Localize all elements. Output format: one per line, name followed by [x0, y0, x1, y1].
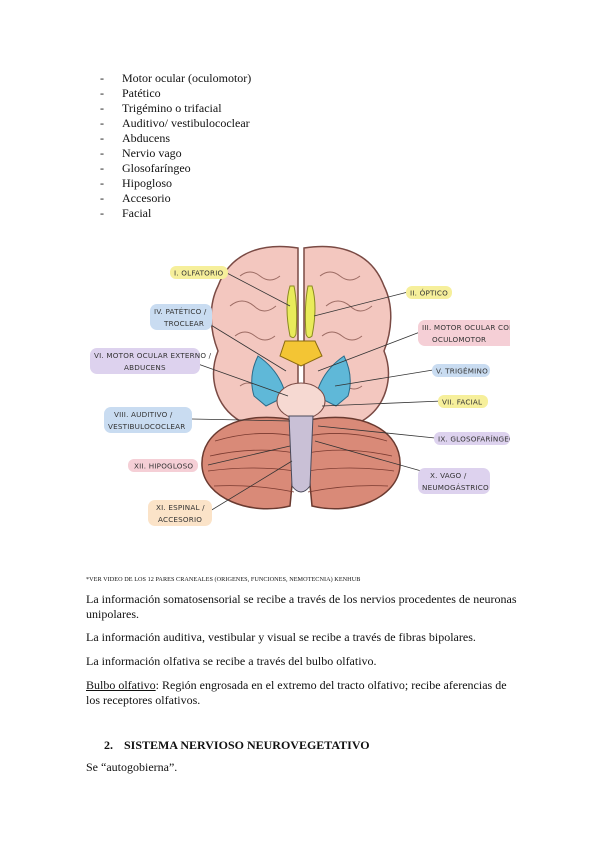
svg-text:TROCLEAR: TROCLEAR	[163, 319, 204, 328]
svg-text:X. VAGO /: X. VAGO /	[430, 471, 467, 480]
svg-text:IV. PATÉTICO /: IV. PATÉTICO /	[154, 307, 207, 316]
label-patetico: IV. PATÉTICO / TROCLEAR	[150, 304, 212, 330]
svg-text:V. TRIGÉMINO: V. TRIGÉMINO	[436, 367, 488, 376]
svg-text:ACCESORIO: ACCESORIO	[158, 515, 202, 524]
trigeminal-right	[315, 355, 351, 407]
paragraph-autogobierna: Se “autogobierna”.	[86, 760, 178, 774]
section-heading: 2.SISTEMA NERVIOSO NEUROVEGETATIVO	[104, 738, 370, 752]
label-trigemino: V. TRIGÉMINO	[432, 364, 490, 377]
label-facial: VII. FACIAL	[438, 395, 488, 408]
medulla	[288, 415, 314, 493]
svg-text:VI. MOTOR OCULAR EXTERNO /: VI. MOTOR OCULAR EXTERNO /	[94, 351, 212, 360]
paragraph-auditiva: La información auditiva, vestibular y vi…	[86, 630, 476, 644]
label-optico: II. ÓPTICO	[406, 286, 452, 299]
svg-text:I. OLFATORIO: I. OLFATORIO	[174, 269, 224, 278]
label-motor-externo: VI. MOTOR OCULAR EXTERNO / ABDUCENS	[90, 348, 212, 374]
list-item: -Trigémino o trifacial	[100, 101, 222, 115]
cranial-nerve-list: -Motor ocular (oculomotor) -Patético -Tr…	[100, 71, 251, 221]
list-item: -Facial	[100, 206, 152, 220]
svg-text:OCULOMOTOR: OCULOMOTOR	[432, 335, 486, 344]
svg-text:XII. HIPOGLOSO: XII. HIPOGLOSO	[134, 462, 193, 471]
list-item: -Patético	[100, 86, 161, 100]
term-bulbo-olfativo: Bulbo olfativo	[86, 678, 156, 692]
svg-text:VESTIBULOCOCLEAR: VESTIBULOCOCLEAR	[108, 422, 185, 431]
label-vago: X. VAGO / NEUMOGÁSTRICO	[418, 468, 490, 494]
trigeminal-left	[251, 355, 287, 407]
leader-lines	[191, 271, 443, 512]
svg-text:ABDUCENS: ABDUCENS	[124, 363, 166, 372]
olfactory-bulb-right	[304, 285, 316, 339]
svg-text:XI. ESPINAL /: XI. ESPINAL /	[156, 503, 205, 512]
paragraph-somatosensorial: La información somatosensorial se recibe…	[86, 592, 517, 621]
svg-text:VIII. AUDITIVO /: VIII. AUDITIVO /	[114, 410, 173, 419]
cranial-nerves-diagram: I. OLFATORIO II. ÓPTICO IV. PATÉTICO / T…	[90, 245, 510, 526]
label-hipogloso: XII. HIPOGLOSO	[128, 459, 198, 472]
list-item: -Auditivo/ vestibulococlear	[100, 116, 250, 130]
svg-text:II. ÓPTICO: II. ÓPTICO	[410, 289, 448, 298]
video-reference-caption: *VER VIDEO DE LOS 12 PARES CRANEALES (OR…	[86, 576, 361, 583]
label-glosofaringeo: IX. GLOSOFARÍNGEO	[434, 432, 510, 445]
olfactory-bulb-left	[286, 285, 298, 339]
svg-text:VII. FACIAL: VII. FACIAL	[442, 398, 482, 407]
svg-text:NEUMOGÁSTRICO: NEUMOGÁSTRICO	[422, 483, 489, 492]
list-item: -Nervio vago	[100, 146, 182, 160]
svg-text:IX. GLOSOFARÍNGEO: IX. GLOSOFARÍNGEO	[438, 435, 510, 444]
list-item: -Abducens	[100, 131, 170, 145]
list-item: -Motor ocular (oculomotor)	[100, 71, 252, 85]
label-espinal: XI. ESPINAL / ACCESORIO	[148, 500, 212, 526]
svg-text:III. MOTOR OCULAR COMÚN /: III. MOTOR OCULAR COMÚN /	[422, 323, 510, 332]
label-olfatorio: I. OLFATORIO	[170, 266, 228, 279]
list-item: -Glosofaríngeo	[100, 161, 191, 175]
list-item: -Hipogloso	[100, 176, 173, 190]
cerebellum-right	[303, 416, 401, 510]
list-item: -Accesorio	[100, 191, 171, 205]
paragraph-olfativa: La información olfativa se recibe a trav…	[86, 654, 377, 668]
pons	[276, 382, 326, 420]
optic-chiasm	[279, 340, 323, 367]
label-motor-comun: III. MOTOR OCULAR COMÚN / OCULOMOTOR	[418, 320, 510, 346]
paragraph-bulbo-olfativo: Bulbo olfativo: Región engrosada en el e…	[86, 678, 507, 707]
label-auditivo: VIII. AUDITIVO / VESTIBULOCOCLEAR	[104, 407, 192, 433]
